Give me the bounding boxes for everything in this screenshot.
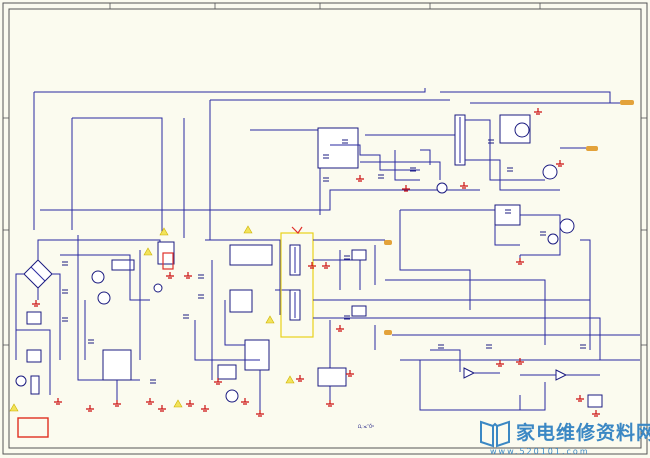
input-filter bbox=[15, 311, 51, 438]
main-controller-block bbox=[194, 239, 290, 410]
diagram-label: Ω,:≤˚Õº bbox=[358, 424, 375, 429]
bridge-rectifier bbox=[15, 239, 61, 360]
feedback-opamps bbox=[430, 349, 603, 408]
watermark: 家电维修资料网 www.520101.com bbox=[478, 416, 650, 456]
highlight-box bbox=[162, 252, 174, 270]
book-logo-icon bbox=[480, 420, 510, 448]
pfc-section bbox=[60, 235, 175, 400]
frame-ticks bbox=[3, 3, 647, 346]
connector-24v bbox=[384, 240, 392, 245]
main-transformer-highlight bbox=[280, 226, 314, 338]
connector-5v bbox=[586, 146, 598, 151]
pfc-controller-ic bbox=[102, 349, 132, 381]
upper-transformer-block bbox=[317, 114, 560, 194]
bus-wires bbox=[33, 88, 640, 411]
right-transistor-block bbox=[494, 204, 575, 260]
warning-triangles bbox=[9, 225, 295, 412]
watermark-title: 家电维修资料网 bbox=[516, 422, 650, 444]
watermark-url: www.520101.com bbox=[490, 447, 590, 456]
ground-symbols bbox=[32, 108, 600, 417]
pwm-controller-ic bbox=[244, 339, 270, 371]
secondary-outputs bbox=[313, 239, 385, 400]
connector-aux bbox=[384, 330, 392, 335]
output-connectors bbox=[384, 100, 634, 335]
passive-components bbox=[62, 139, 586, 384]
sheet-inner-border bbox=[8, 8, 642, 449]
ac-input-connector bbox=[17, 417, 49, 438]
connector-12v bbox=[620, 100, 634, 105]
